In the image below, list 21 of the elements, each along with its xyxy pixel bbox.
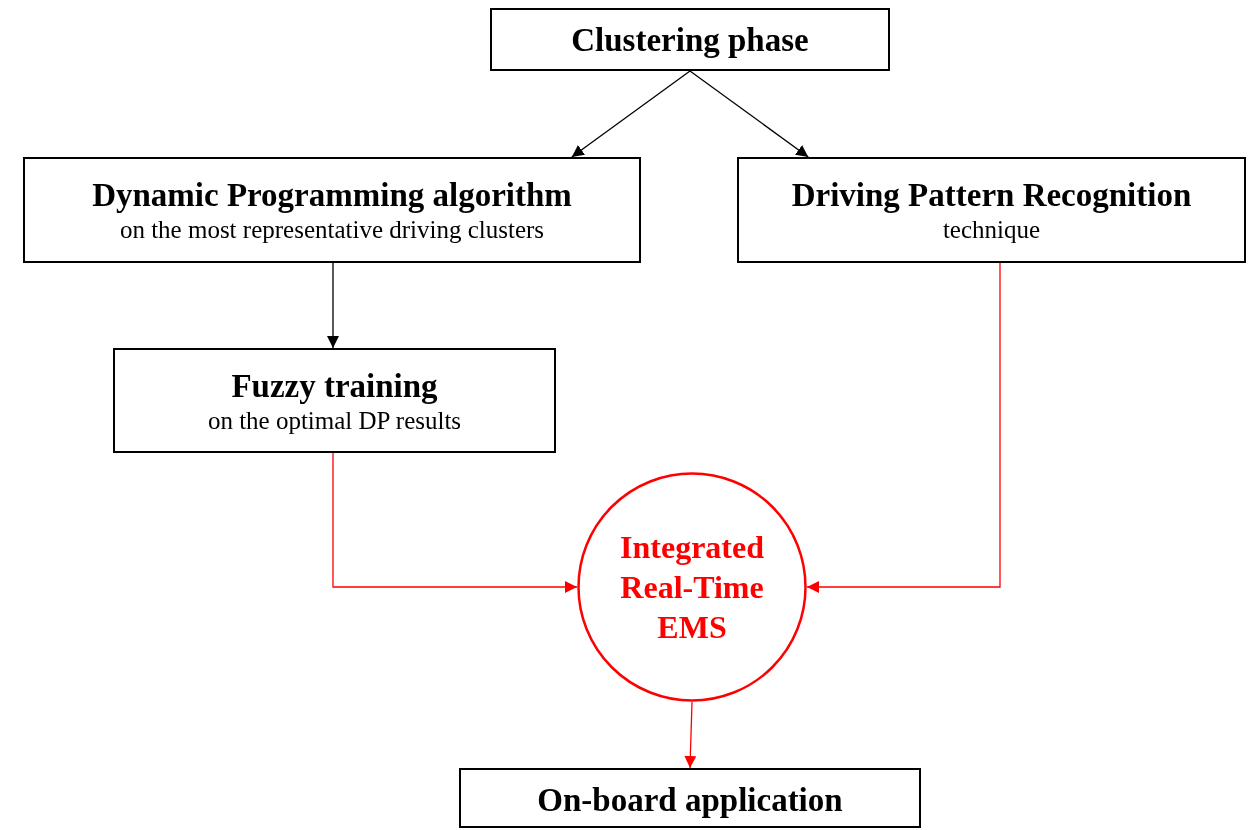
circle-node: [577, 472, 807, 702]
node-title: Driving Pattern Recognition: [791, 176, 1192, 215]
node-subtitle: on the most representative driving clusters: [119, 215, 545, 245]
process-box: [459, 768, 921, 828]
node-title: Integrated Real-Time EMS: [619, 528, 765, 647]
node-subtitle: technique: [942, 215, 1041, 245]
arrow: [571, 70, 691, 158]
arrow: [806, 262, 1001, 593]
node-title: Fuzzy training: [231, 366, 438, 406]
arrow: [327, 262, 339, 349]
process-box: [113, 348, 556, 453]
arrow: [332, 452, 578, 593]
process-box: [23, 157, 641, 263]
node-title: On-board application: [537, 781, 843, 820]
node-title: Clustering phase: [571, 20, 809, 60]
process-box: [737, 157, 1246, 263]
process-box: [490, 8, 890, 71]
arrow: [689, 70, 809, 158]
arrow: [684, 701, 697, 769]
node-title: Dynamic Programming algorithm: [92, 176, 572, 215]
node-subtitle: on the optimal DP results: [207, 405, 462, 436]
